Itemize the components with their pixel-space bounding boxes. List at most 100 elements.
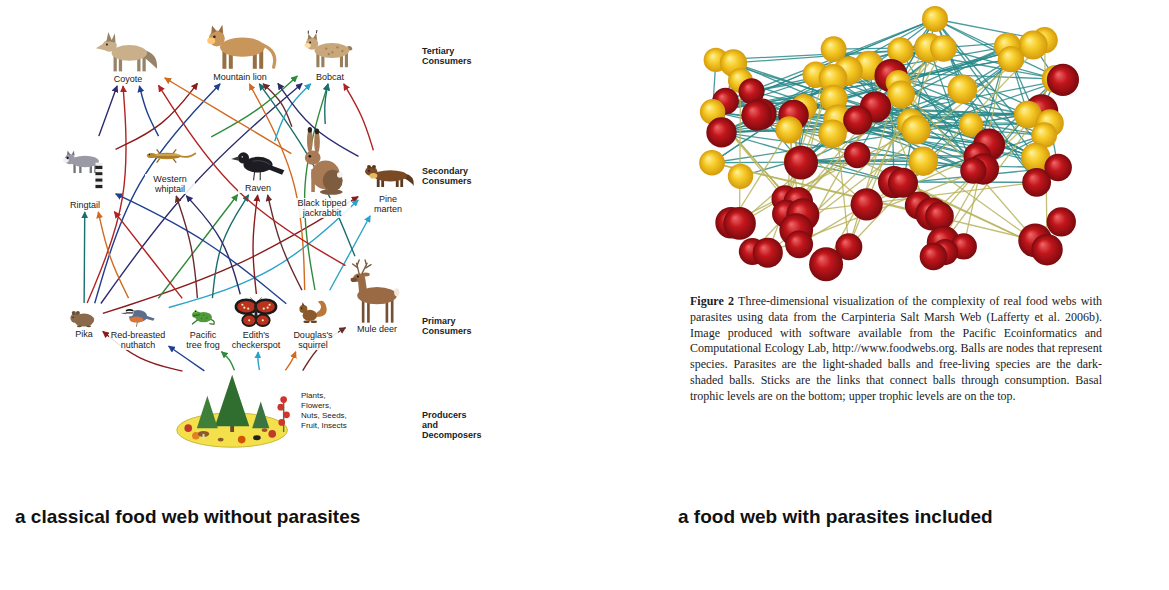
illustration-shape [72, 150, 75, 155]
food-web-arrow [95, 84, 220, 304]
bobcat-illustration [299, 24, 361, 72]
species-node: Black tipped jackrabbit [293, 126, 351, 218]
species-node: Pine marten [360, 152, 416, 214]
illustration-shape [126, 312, 134, 313]
frog-illustration [187, 300, 219, 330]
illustration-shape [262, 319, 264, 321]
illustration-shape [250, 297, 262, 304]
bird-illustration [230, 143, 286, 183]
illustration-shape [111, 33, 116, 42]
illustration-shape [315, 128, 319, 134]
species-balls [699, 6, 1079, 281]
food-web-arrow [165, 78, 292, 154]
illustration-shape [173, 159, 176, 163]
illustration-shape [66, 157, 68, 159]
illustration-shape [203, 315, 205, 317]
illustration-shape [179, 153, 195, 156]
species-label: Pika [69, 329, 99, 339]
species-label: Mule deer [352, 324, 402, 334]
illustration-shape [328, 53, 330, 55]
food-web-arrow [139, 86, 158, 136]
parasite-ball [728, 164, 753, 189]
food-web-arrow [87, 86, 126, 303]
link-stick [898, 83, 1035, 241]
illustration-shape [76, 311, 80, 315]
species-node: Pacific tree frog [183, 300, 223, 350]
illustration-shape [357, 275, 359, 277]
illustration-shape [252, 161, 270, 165]
illustration-shape [126, 309, 134, 312]
species-label: Edith's checkerspot [227, 330, 285, 350]
food-web-arrow [344, 84, 374, 150]
illustration-shape [302, 302, 305, 306]
parasite-ball [909, 146, 938, 175]
illustration-shape [255, 304, 258, 323]
illustration-shape [218, 25, 223, 34]
free-living-ball [723, 207, 756, 240]
illustration-shape [86, 325, 91, 327]
food-web-arrow [101, 83, 302, 303]
illustration-shape [267, 307, 269, 309]
illustration-shape [241, 156, 243, 158]
illustration-shape [95, 169, 102, 172]
illustration-shape [95, 185, 102, 188]
free-living-ball [844, 142, 870, 168]
illustration-shape [197, 396, 218, 428]
food-web-arrow [259, 84, 355, 257]
illustration-shape [372, 165, 376, 169]
illustration-shape [71, 156, 99, 168]
parasite-ball [887, 81, 915, 109]
illustration-shape [337, 172, 343, 178]
parasite-ball [922, 6, 948, 32]
free-living-ball [920, 243, 948, 271]
food-web-arrow [211, 76, 297, 137]
link-stick [757, 19, 935, 115]
squirrel-illustration [293, 292, 333, 330]
illustration-shape [305, 43, 311, 48]
free-living-ball [1047, 207, 1076, 236]
free-living-ball [785, 230, 813, 258]
link-stick [964, 46, 1008, 246]
illustration-shape [341, 50, 343, 52]
illustration-shape [325, 48, 327, 50]
illustration-shape [153, 153, 181, 160]
illustration-shape [95, 163, 102, 166]
illustration-shape [331, 51, 333, 53]
free-living-ball [1022, 168, 1051, 197]
illustration-shape [77, 325, 82, 327]
illustration-shape [95, 172, 102, 175]
free-living-ball [706, 117, 736, 147]
illustration-shape [268, 430, 276, 438]
illustration-shape [201, 318, 203, 320]
illustration-shape [206, 317, 208, 319]
illustration-shape [277, 404, 284, 411]
illustration-shape [203, 434, 205, 440]
illustration-shape [130, 317, 144, 323]
food-web-arrow [325, 84, 328, 124]
species-label: Plants, Flowers, Nuts, Seeds, Fruit, Ins… [300, 391, 352, 431]
species-node: Mule deer [347, 258, 407, 334]
illustration-shape [370, 173, 378, 179]
illustration-shape [193, 315, 200, 316]
free-living-ball [784, 146, 818, 180]
free-living-ball [960, 158, 986, 184]
illustration-shape [309, 155, 312, 158]
species-node: Edith's checkerspot [227, 296, 285, 350]
illustration-shape [156, 157, 180, 158]
free-living-ball [925, 202, 954, 231]
illustration-shape [308, 34, 312, 40]
trophic-level-label: Producers and Decomposers [422, 410, 480, 440]
species-label: Douglas's squirrel [288, 330, 338, 350]
illustration-shape [308, 31, 309, 34]
illustration-shape [257, 316, 269, 326]
rabbit-illustration [297, 126, 347, 198]
illustration-shape [192, 320, 198, 324]
marten-illustration [360, 152, 416, 194]
food-web-arrow [278, 83, 359, 156]
illustration-shape [156, 154, 180, 155]
illustration-shape [67, 150, 70, 155]
illustration-shape [336, 46, 338, 48]
illustration-shape [231, 156, 239, 160]
illustration-shape [106, 43, 108, 45]
trophic-level-label: Primary Consumers [422, 316, 484, 336]
